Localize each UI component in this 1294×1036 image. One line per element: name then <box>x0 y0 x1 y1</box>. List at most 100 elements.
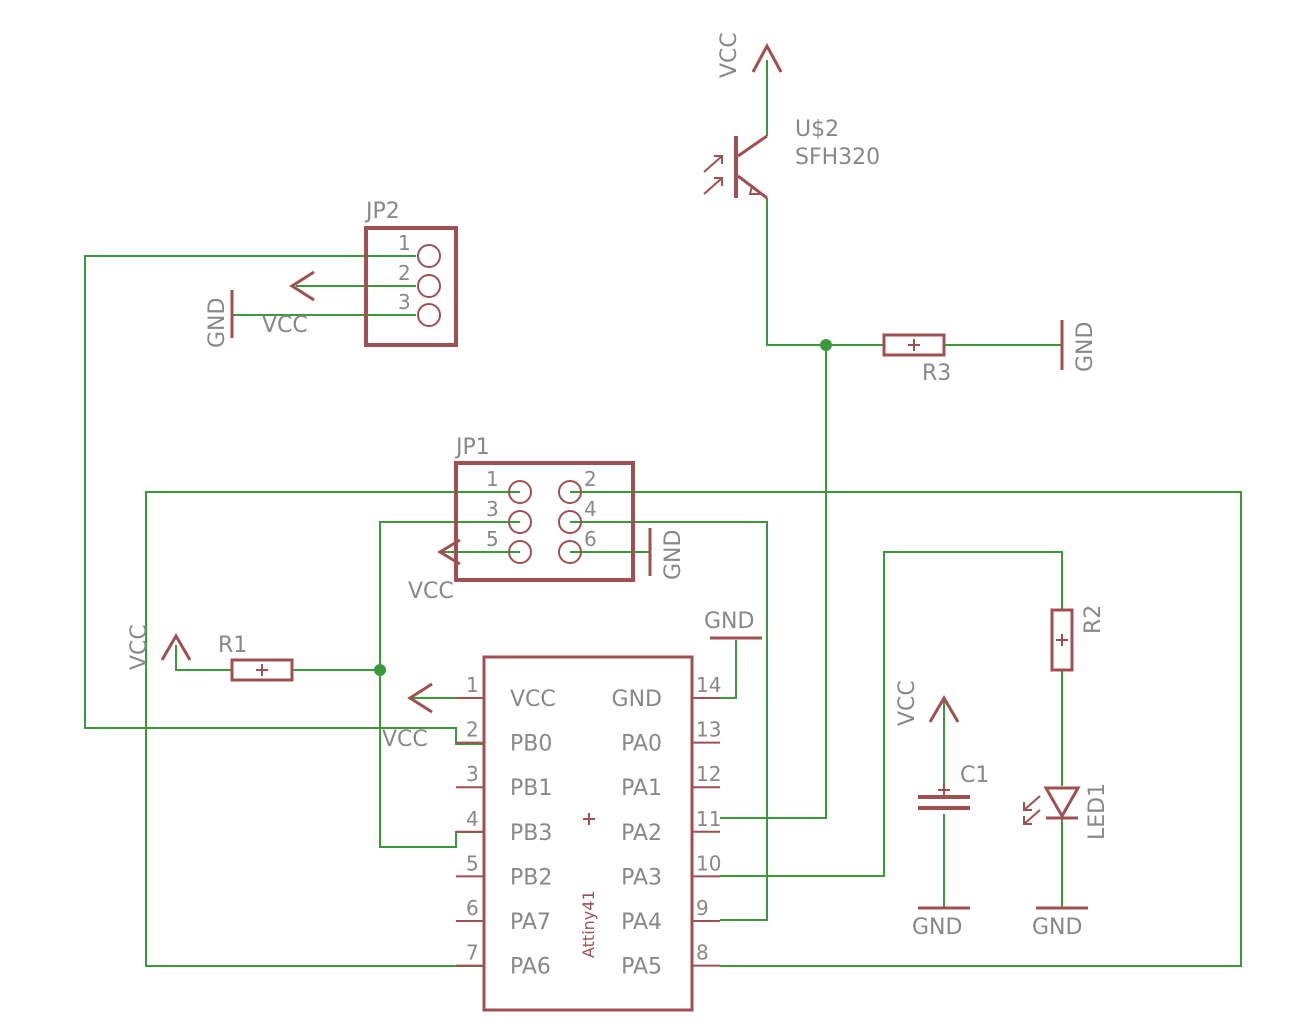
mcu-pin-number: 7 <box>466 941 479 965</box>
jp1-pad <box>558 540 582 564</box>
wire-pa3-r2 <box>720 551 1063 877</box>
jp1-body <box>454 461 635 582</box>
jp1-pin-number: 2 <box>584 467 597 491</box>
c1-vcc-label: VCC <box>895 680 920 726</box>
resistor-r3: R3 GND <box>882 320 1098 386</box>
mcu-pin-name: PA1 <box>621 776 662 801</box>
resistor-r1: VCC R1 <box>127 624 294 682</box>
c1-gnd-label: GND <box>912 915 962 940</box>
jp2-pin-number: 2 <box>398 261 411 285</box>
jp2-pin-number: 3 <box>398 290 411 314</box>
mcu-pin-name: PB0 <box>510 732 552 757</box>
mcu-pin-name: PA2 <box>621 821 662 846</box>
light-ray-icon <box>714 177 723 186</box>
jp2-pad <box>417 244 441 268</box>
light-ray-icon <box>1023 795 1041 811</box>
resistor-r2: R2 <box>1050 605 1106 672</box>
led1-gnd-label: GND <box>1032 915 1082 940</box>
mcu-pin-name: PA4 <box>621 910 662 935</box>
mcu-pin-number: 3 <box>466 762 479 786</box>
mcu-pin-name: PB1 <box>510 776 552 801</box>
u2-emitter-arrow-icon <box>748 184 765 195</box>
vcc-arrow-icon <box>928 695 960 723</box>
mcu-pin-number: 8 <box>696 941 709 965</box>
u2-label: U$2 <box>795 117 839 142</box>
junction-dot <box>820 339 832 351</box>
led-led1: LED1 GND <box>1023 783 1110 940</box>
light-ray-icon <box>1023 802 1032 811</box>
r3-gnd-label: GND <box>1073 322 1098 372</box>
vcc-arrow-icon <box>751 42 783 73</box>
mcu-pin-name: PB2 <box>510 865 552 890</box>
mcu-pin-name: VCC <box>510 687 556 712</box>
r1-label: R1 <box>218 633 247 658</box>
vcc-arrow-icon <box>407 682 433 714</box>
light-ray-icon <box>703 177 723 195</box>
light-ray-icon <box>703 155 723 173</box>
jp1-pin-number: 4 <box>584 497 597 521</box>
jp1-gnd-label: GND <box>661 530 686 580</box>
capacitor-c1: VCC C1 GND <box>895 680 989 940</box>
light-ray-icon <box>714 155 723 164</box>
jp1-pin-number: 3 <box>486 497 499 521</box>
mcu-gnd-label: GND <box>704 609 754 634</box>
r1-body <box>230 658 294 682</box>
u2-vcc-label: VCC <box>717 32 742 78</box>
mcu-pin-number: 10 <box>696 851 721 875</box>
jp1-pin-number: 6 <box>584 527 597 551</box>
jp2-pin-number: 1 <box>398 231 411 255</box>
jp1-pad <box>508 510 532 534</box>
jp2-pad <box>417 303 441 327</box>
wire-node-pa2 <box>720 345 827 819</box>
mcu-pin-number: 6 <box>466 896 479 920</box>
jp1-label: JP1 <box>454 435 490 460</box>
wire-mcu-gnd <box>720 640 737 699</box>
jp1-pad <box>508 480 532 504</box>
jp2-pad <box>417 274 441 298</box>
r3-label: R3 <box>922 361 951 386</box>
jp1-pad <box>508 540 532 564</box>
c1-label: C1 <box>960 763 989 788</box>
wire-jp1-pin1-pa6 <box>145 491 520 967</box>
vcc-arrow-icon <box>289 270 315 302</box>
jp1-pad <box>558 480 582 504</box>
u2-collector <box>737 134 768 158</box>
led-diode-icon <box>1043 786 1081 820</box>
mcu-pin-name: PA0 <box>621 732 662 757</box>
wire-jp1-pin3-pb3 <box>379 521 520 848</box>
vcc-arrow-icon <box>160 633 192 661</box>
light-ray-icon <box>1023 809 1041 825</box>
wire-jp1-pin2-pa5 <box>570 491 1242 967</box>
mcu-pin-name: PA6 <box>510 955 551 980</box>
mcu-pin-number: 5 <box>466 851 479 875</box>
mcu-pin-name: PA3 <box>621 865 662 890</box>
led1-label: LED1 <box>1085 783 1110 840</box>
r3-body <box>882 333 946 357</box>
mcu-pin-name: PA5 <box>621 955 662 980</box>
mcu-pin-name: PA7 <box>510 910 551 935</box>
jp2-gnd-label: GND <box>205 298 230 348</box>
light-ray-icon <box>1023 816 1032 825</box>
jp1-pin-number: 5 <box>486 527 499 551</box>
mcu-pin-number: 13 <box>696 718 721 742</box>
connector-jp1: JP1 1 2 3 4 5 6 VCC GND <box>408 435 686 604</box>
jp1-pad <box>558 510 582 534</box>
mcu-part-name: Attiny41 <box>579 890 598 958</box>
wires <box>84 60 1242 967</box>
mcu-pin-number: 9 <box>696 896 709 920</box>
phototransistor-u2: VCC U$2 SFH320 <box>703 32 880 200</box>
vcc-arrow-icon <box>437 538 461 566</box>
wire-r1-vcc <box>175 645 232 671</box>
mcu-body <box>482 655 694 1012</box>
jp1-pin-number: 1 <box>486 467 499 491</box>
junction-dot <box>374 664 386 676</box>
jp2-body <box>364 226 458 347</box>
mcu-pin-number: 11 <box>696 807 721 831</box>
r1-vcc-label: VCC <box>127 624 152 670</box>
u2-value: SFH320 <box>795 145 880 170</box>
connector-jp2: JP2 1 2 3 VCC GND <box>205 199 458 348</box>
mcu-pin-name: GND <box>612 687 662 712</box>
